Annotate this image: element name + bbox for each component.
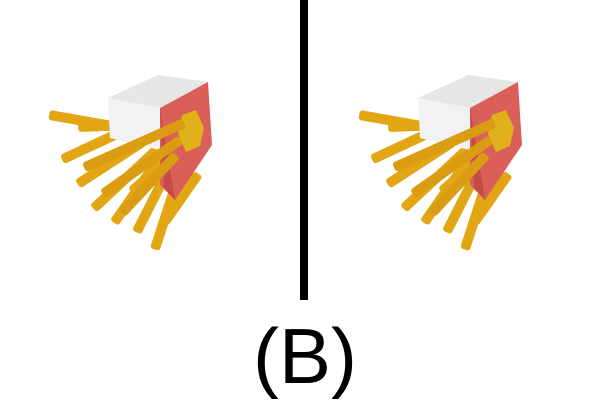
fries-left [40, 60, 240, 270]
french-fries-icon [358, 75, 522, 251]
center-divider [300, 0, 308, 300]
option-label: (B) [253, 312, 357, 400]
french-fries-icon [48, 75, 212, 251]
fries-front [82, 119, 186, 216]
fries-box [418, 75, 522, 200]
fries-right [350, 60, 550, 270]
fries-front [392, 119, 496, 216]
